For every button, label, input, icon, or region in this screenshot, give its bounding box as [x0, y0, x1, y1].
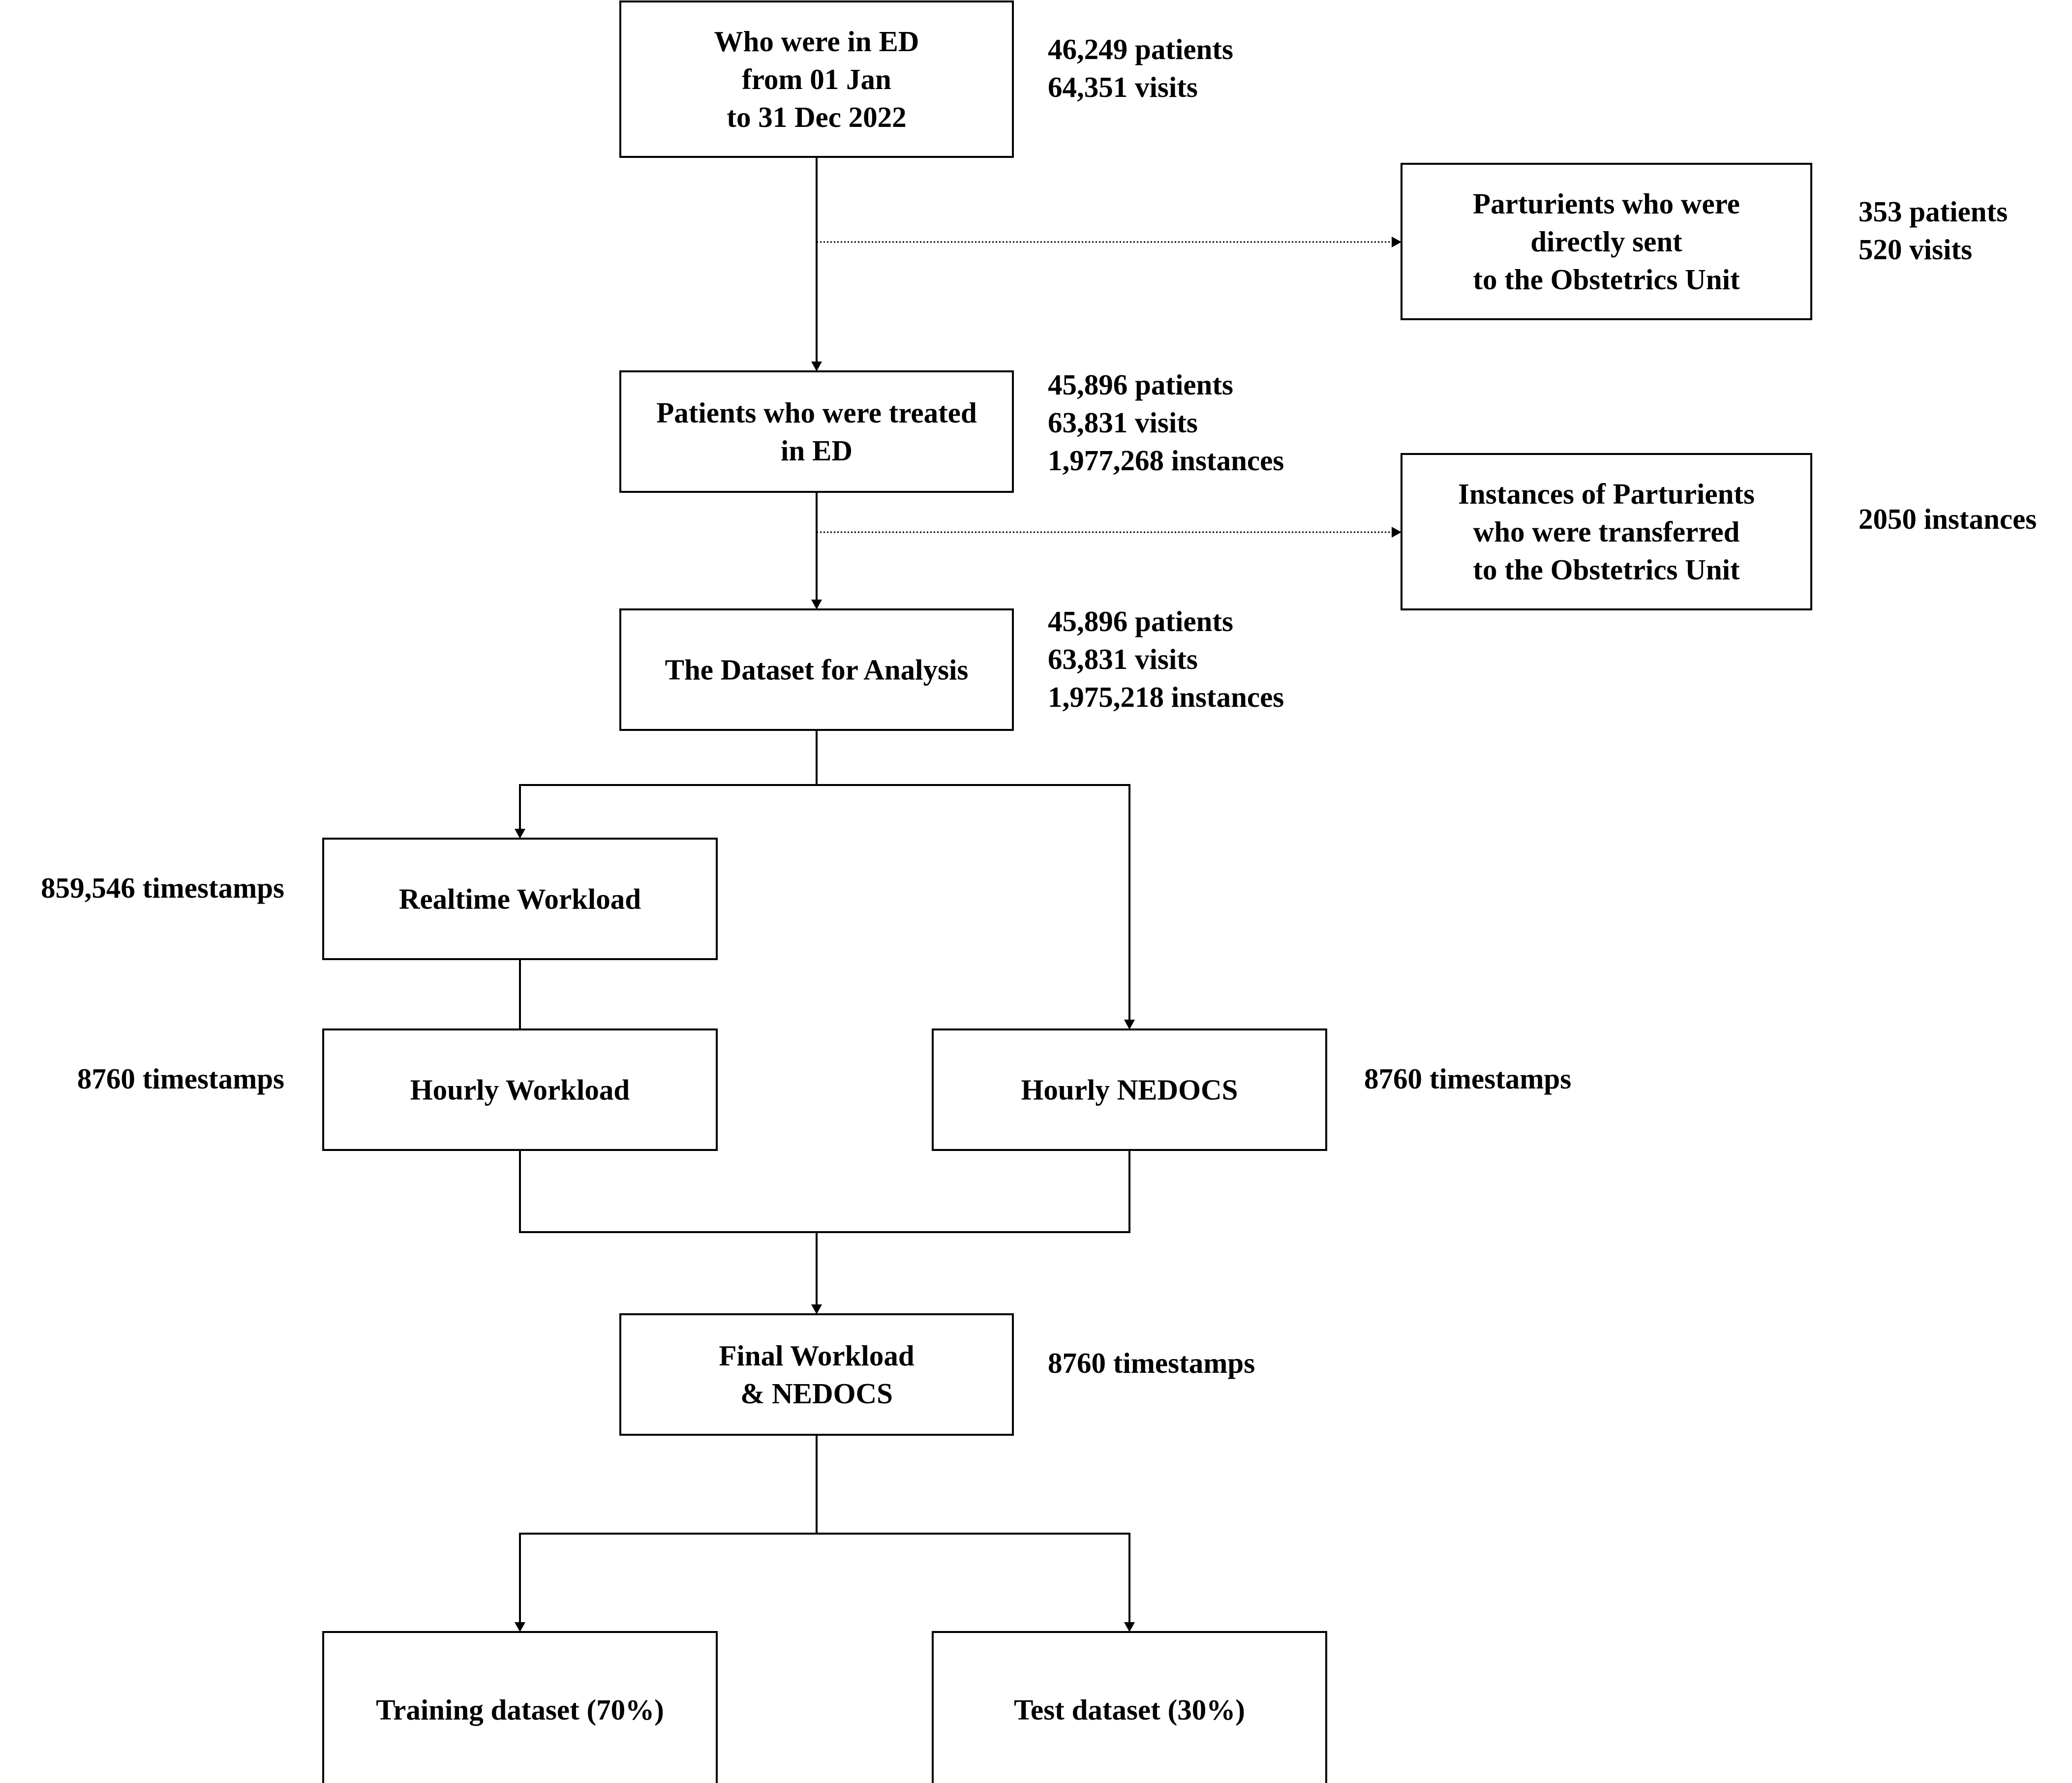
connector-line [519, 1150, 818, 1309]
note-final-counts: 8760 timestamps [1048, 1347, 1255, 1379]
connector-line [817, 1150, 1130, 1233]
count-line: 520 visits [1859, 233, 1972, 266]
box-training: Training dataset (70%) [322, 1631, 718, 1783]
arrowhead-icon [811, 600, 822, 609]
box-label-line: Hourly NEDOCS [1021, 1074, 1238, 1106]
box-frame [1401, 163, 1812, 320]
box-frame [932, 1028, 1327, 1151]
count-notes: 46,249 patients 64,351 visits 353 patients… [41, 33, 2037, 1379]
boxes: Who were in ED from 01 Jan to 31 Dec 2022P… [322, 0, 1812, 1783]
note-treated-counts: 45,896 patients 63,831 visits 1,977,268 in… [1048, 368, 1284, 477]
box-frame [1401, 453, 1812, 610]
count-line: 64,351 visits [1048, 71, 1198, 103]
box-label-line: Hourly Workload [410, 1074, 630, 1106]
box-frame [619, 608, 1014, 731]
box-frame [322, 1631, 718, 1783]
connector-line [817, 1533, 1130, 1627]
connector-line [519, 1435, 818, 1627]
box-label-line: Final Workload [719, 1339, 914, 1372]
box-dataset: The Dataset for Analysis [619, 608, 1014, 731]
connector-ed-to-treated [811, 157, 822, 371]
box-treated: Patients who were treated in ED [619, 370, 1014, 493]
box-label-line: Patients who were treated [656, 396, 977, 429]
count-line: 63,831 visits [1048, 643, 1198, 675]
box-label-line: Instances of Parturients [1458, 478, 1755, 510]
box-frame [619, 1313, 1014, 1436]
count-line: 859,546 timestamps [41, 872, 284, 904]
box-label-line: The Dataset for Analysis [665, 654, 969, 686]
box-frame [932, 1631, 1327, 1783]
count-line: 46,249 patients [1048, 33, 1233, 65]
count-line: 8760 timestamps [1364, 1062, 1571, 1095]
box-hourly-workload: Hourly Workload [322, 1028, 718, 1151]
box-frame [619, 0, 1014, 158]
arrowhead-icon [515, 1622, 525, 1632]
count-line: 8760 timestamps [77, 1062, 284, 1095]
box-label-line: Parturients who were [1473, 187, 1740, 220]
arrowhead-icon [515, 829, 525, 839]
count-line: 1,977,268 instances [1048, 444, 1284, 477]
connector-treated-to-parturients_transferred [817, 527, 1402, 538]
note-ed-counts: 46,249 patients 64,351 visits [1048, 33, 1233, 103]
note-realtime-counts: 859,546 timestamps [41, 872, 284, 904]
connector-hourly_workload-to-final [519, 1150, 822, 1314]
connector-ed-to-parturients_sent [817, 237, 1402, 247]
box-parturients-transferred: Instances of Parturients who were transfe… [1401, 453, 1812, 610]
box-label-line: to the Obstetrics Unit [1473, 263, 1740, 296]
box-label-line: who were transferred [1473, 515, 1740, 548]
box-label-line: Who were in ED [714, 25, 919, 58]
connector-line [519, 730, 818, 834]
box-label-line: from 01 Jan [742, 63, 891, 95]
box-hourly-nedocs: Hourly NEDOCS [932, 1028, 1327, 1151]
connector-final-to-test [817, 1533, 1135, 1632]
box-test: Test dataset (30%) [932, 1631, 1327, 1783]
box-label-line: Test dataset (30%) [1014, 1693, 1245, 1726]
connector-dataset-to-hourly_nedocs [817, 784, 1135, 1029]
count-line: 45,896 patients [1048, 368, 1233, 401]
note-dataset-counts: 45,896 patients 63,831 visits 1,975,218 in… [1048, 605, 1284, 713]
note-hourly-nedocs-counts: 8760 timestamps [1364, 1062, 1571, 1095]
box-label-line: Training dataset (70%) [376, 1693, 664, 1726]
box-frame [322, 838, 718, 960]
note-hourly-workload-counts: 8760 timestamps [77, 1062, 284, 1095]
arrowhead-icon [1124, 1020, 1135, 1029]
connector-line [817, 784, 1130, 1025]
count-line: 63,831 visits [1048, 406, 1198, 439]
box-frame [322, 1028, 718, 1151]
count-line: 1,975,218 instances [1048, 681, 1284, 713]
connector-treated-to-dataset [811, 492, 822, 609]
connectors [515, 157, 1402, 1632]
arrowhead-icon [1392, 237, 1402, 247]
box-label-line: & NEDOCS [740, 1377, 893, 1410]
box-parturients-sent: Parturients who were directly sent to the … [1401, 163, 1812, 320]
connector-dataset-to-realtime [515, 730, 818, 839]
arrowhead-icon [811, 1304, 822, 1314]
connector-final-to-training [515, 1435, 818, 1632]
connector-hourly_nedocs-to-final [817, 1150, 1130, 1233]
box-label-line: to the Obstetrics Unit [1473, 553, 1740, 586]
count-line: 353 patients [1859, 195, 2008, 228]
box-label-line: in ED [781, 434, 853, 467]
count-line: 45,896 patients [1048, 605, 1233, 637]
box-realtime: Realtime Workload [322, 838, 718, 960]
count-line: 2050 instances [1859, 503, 2037, 535]
note-parturients-sent-counts: 353 patients 520 visits [1859, 195, 2008, 266]
note-parturients-transferred-counts: 2050 instances [1859, 503, 2037, 535]
arrowhead-icon [811, 362, 822, 371]
box-label-line: to 31 Dec 2022 [727, 101, 906, 133]
box-label-line: directly sent [1530, 225, 1682, 258]
box-final: Final Workload & NEDOCS [619, 1313, 1014, 1436]
box-label-line: Realtime Workload [399, 883, 641, 915]
arrowhead-icon [1392, 527, 1402, 538]
box-frame [619, 370, 1014, 493]
count-line: 8760 timestamps [1048, 1347, 1255, 1379]
box-ed: Who were in ED from 01 Jan to 31 Dec 2022 [619, 0, 1014, 158]
arrowhead-icon [1124, 1622, 1135, 1632]
